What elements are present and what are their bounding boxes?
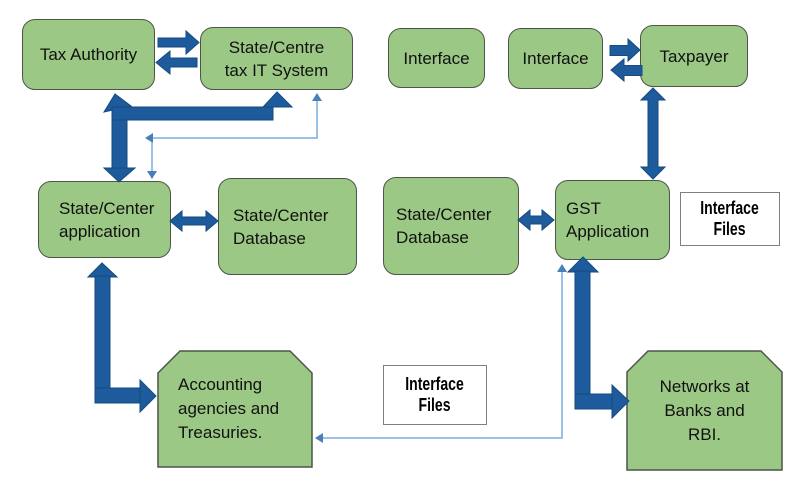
node-state-center-database-left-label: State/Center Database [233,205,329,248]
node-interface-2: Interface [508,28,603,89]
arrow-taxpayer-to-interface [610,57,643,83]
node-state-center-database-right-label: State/Center Database [396,205,492,247]
arrow-application-to-it-system-elbow [102,91,294,183]
node-state-center-database-right: State/Center Database [383,177,519,275]
node-gst-application-label: GST Application [566,199,650,241]
arrow-thin-it-system-application [145,93,322,179]
node-accounting-agencies-treasuries: Accounting agencies and Treasuries. [157,350,313,468]
arrow-it-system-to-tax-authority [155,49,198,76]
box-interface-files-right: Interface Files [680,192,780,246]
arrow-gst-to-networks-elbow [566,256,630,420]
node-state-centre-tax-it-system: State/Centre tax IT System [200,27,353,90]
node-taxpayer-label: Taxpayer [659,46,729,66]
arrow-tax-authority-to-it-system [157,29,200,56]
box-interface-files-bottom: Interface Files [383,365,487,425]
node-networks-banks-rbi: Networks at Banks and RBI. [626,350,783,471]
node-state-center-database-left: State/Center Database [218,178,357,275]
node-interface-1-label: Interface [403,48,470,68]
arrow-application-database-bidirectional [169,209,219,233]
node-state-center-application-label: State/Center application [59,198,155,241]
node-tax-authority-label: Tax Authority [39,45,138,64]
arrow-interface-to-taxpayer [609,37,641,63]
chamfer-shape [157,350,313,468]
node-tax-authority: Tax Authority [22,19,155,90]
node-interface-2-label: Interface [522,49,589,68]
node-accounting-agencies-treasuries-label: Accounting agencies and Treasuries. [178,375,280,442]
chamfer-shape [626,350,783,471]
arrow-database-gst-bidirectional [517,208,555,232]
node-gst-application: GST Application [555,180,670,260]
box-interface-files-bottom-label: Interface Files [405,374,465,415]
node-taxpayer: Taxpayer [640,25,748,87]
arrow-taxpayer-gst-bidirectional [639,87,667,180]
box-interface-files-right-label: Interface Files [700,198,760,239]
node-state-centre-tax-it-system-label: State/Centre tax IT System [224,37,329,80]
node-state-center-application: State/Center application [38,181,171,258]
node-networks-banks-rbi-label: Networks at Banks and RBI. [659,376,750,444]
node-interface-1: Interface [388,28,485,88]
arrow-application-to-accounting-elbow [86,262,157,414]
